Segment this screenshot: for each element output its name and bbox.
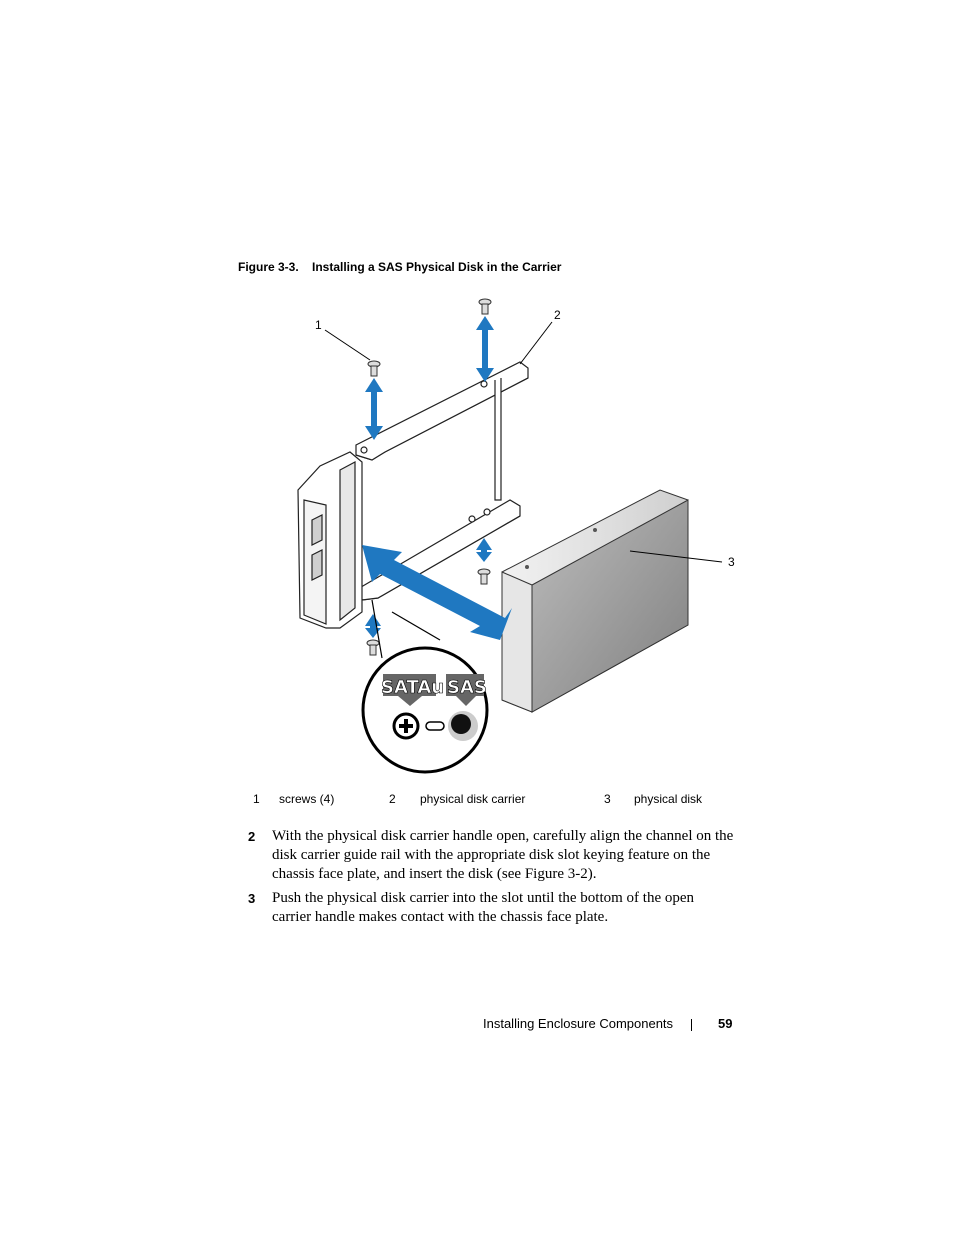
badge-satau: SATAu bbox=[381, 677, 444, 698]
step-number: 3 bbox=[248, 891, 256, 906]
page-number: 59 bbox=[718, 1016, 733, 1031]
figure-caption: Figure 3-3. Installing a SAS Physical Dis… bbox=[238, 260, 561, 274]
step-number: 2 bbox=[248, 829, 256, 844]
legend-label-3: physical disk bbox=[634, 792, 703, 806]
callout-2: 2 bbox=[554, 308, 561, 322]
footer-section: Installing Enclosure Components bbox=[483, 1016, 674, 1031]
legend-num-3: 3 bbox=[604, 792, 611, 806]
legend-label-1: screws (4) bbox=[279, 792, 335, 806]
legend-num-2: 2 bbox=[389, 792, 396, 806]
legend-label-2: physical disk carrier bbox=[420, 792, 526, 806]
keying-detail: SATAu SAS bbox=[361, 646, 489, 774]
step-text: Push the physical disk carrier into the … bbox=[272, 890, 695, 925]
footer-separator bbox=[691, 1019, 692, 1031]
badge-sas: SAS bbox=[447, 677, 487, 698]
callout-lines bbox=[324, 321, 723, 563]
physical-disk bbox=[501, 489, 689, 713]
callout-1: 1 bbox=[315, 318, 322, 332]
install-arrows bbox=[362, 316, 512, 640]
callout-3: 3 bbox=[728, 555, 735, 569]
step-text: With the physical disk carrier handle op… bbox=[272, 828, 734, 882]
figure-number: Figure 3-3. bbox=[238, 260, 299, 274]
legend-num-1: 1 bbox=[253, 792, 260, 806]
figure-title: Installing a SAS Physical Disk in the Ca… bbox=[312, 260, 562, 274]
screws bbox=[366, 298, 492, 656]
disk-carrier-illustration: 1 2 3 SATAu SAS bbox=[297, 298, 735, 774]
